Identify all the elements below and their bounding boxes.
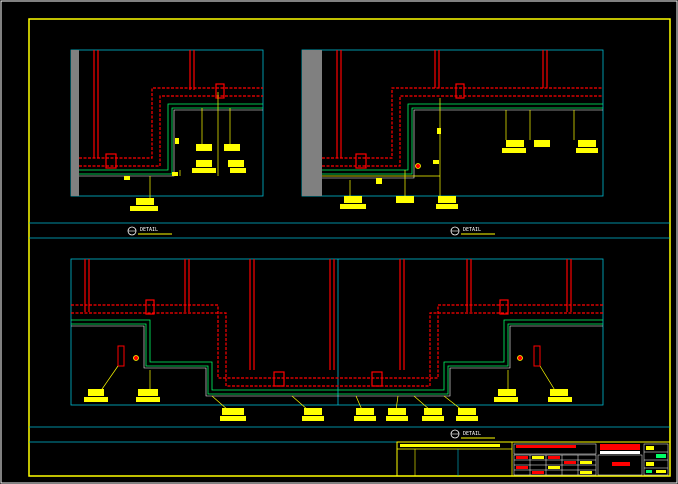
wall-section — [71, 50, 79, 196]
wall-section — [302, 50, 322, 196]
section-bands — [29, 222, 670, 443]
detail-caption-text: DETAIL — [463, 227, 481, 233]
detail-viewport-3 — [70, 258, 604, 421]
detail-caption-2: DETAIL — [450, 226, 495, 236]
drawing-frame — [28, 18, 671, 477]
detail-caption-1: DETAIL — [127, 226, 172, 236]
title-block — [396, 441, 671, 477]
detail-viewport-2 — [301, 49, 604, 209]
detail-caption-3: DETAIL — [450, 429, 495, 439]
detail-caption-text: DETAIL — [140, 227, 158, 233]
detail-caption-text: DETAIL — [463, 431, 481, 437]
detail-viewport-1 — [70, 49, 264, 211]
